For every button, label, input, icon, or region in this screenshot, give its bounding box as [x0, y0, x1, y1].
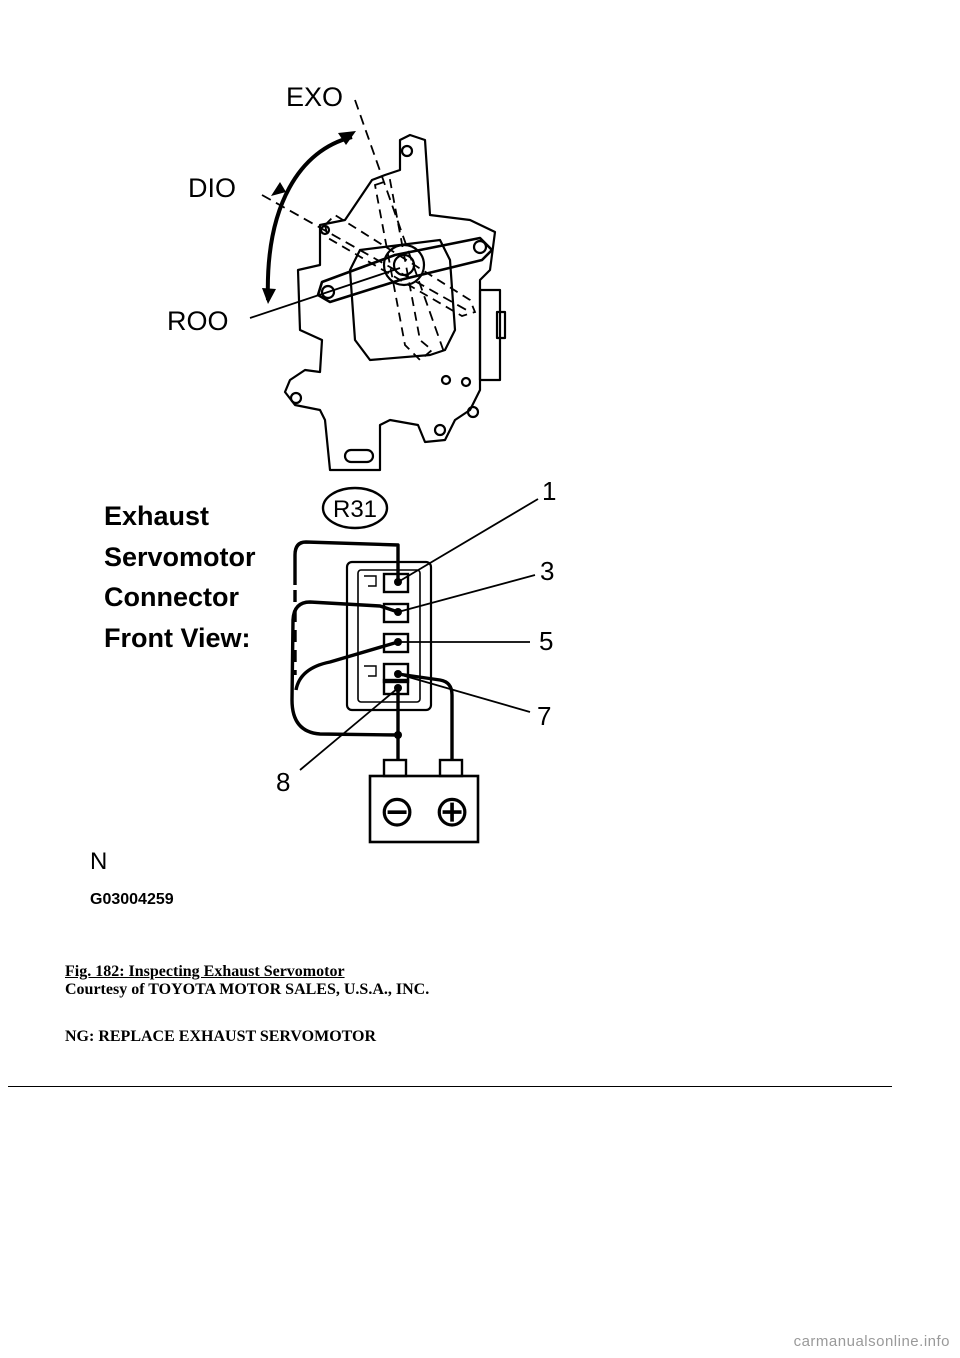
- lever-alternate-positions: [324, 178, 477, 362]
- courtesy-line: Courtesy of TOYOTA MOTOR SALES, U.S.A., …: [65, 981, 430, 998]
- graphic-id: G03004259: [90, 891, 174, 908]
- pin-callout-lines: [299, 498, 539, 771]
- connector-code: R31: [333, 496, 377, 523]
- pin-label-7: 7: [537, 701, 551, 731]
- rotation-arrow: [262, 131, 356, 304]
- ng-instruction: NG: REPLACE EXHAUST SERVOMOTOR: [65, 1028, 377, 1045]
- corner-mark: N: [90, 848, 107, 875]
- battery: ⊖ ⊕: [368, 758, 480, 844]
- servomotor-diagram: EXO DIO ROO Exhaust Servomotor Connector…: [90, 82, 556, 908]
- title-line-2: Servomotor: [104, 542, 256, 572]
- site-watermark: carmanualsonline.info: [793, 1333, 950, 1350]
- title-line-1: Exhaust: [104, 501, 209, 531]
- pin-label-8: 8: [276, 767, 290, 797]
- battery-negative-terminal: ⊖: [379, 787, 416, 836]
- title-line-4: Front View:: [104, 623, 251, 653]
- connector-code-badge: R31: [321, 486, 389, 530]
- exo-label: EXO: [286, 82, 343, 112]
- position-lines: [249, 99, 471, 356]
- pin-label-1: 1: [542, 476, 556, 506]
- title-line-3: Connector: [104, 582, 239, 612]
- connector-housing: [345, 560, 433, 712]
- page-divider: [8, 1086, 892, 1087]
- pin-label-3: 3: [540, 556, 554, 586]
- battery-positive-terminal: ⊕: [434, 787, 471, 836]
- test-wires: [290, 540, 454, 760]
- figure-caption[interactable]: Fig. 182: Inspecting Exhaust Servomotor: [65, 963, 345, 980]
- pin-label-5: 5: [539, 626, 553, 656]
- dio-label: DIO: [188, 173, 236, 203]
- servomotor-body: [283, 133, 507, 472]
- roo-label: ROO: [167, 306, 229, 336]
